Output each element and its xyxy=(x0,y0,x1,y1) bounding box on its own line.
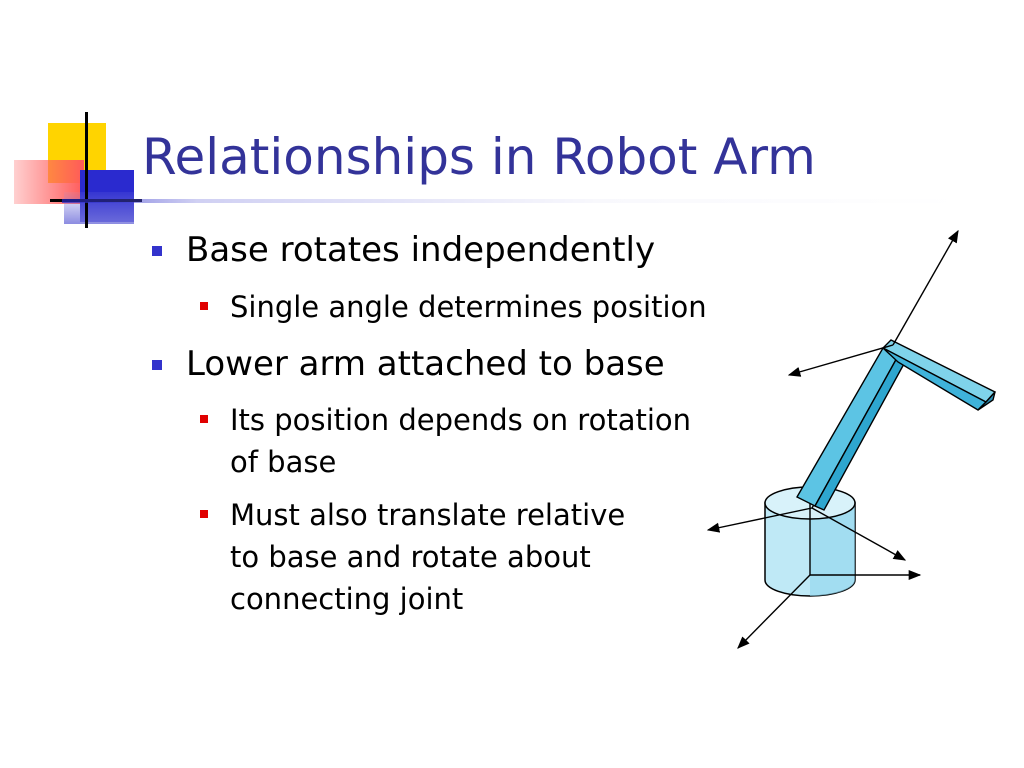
upper-arm-y-axis-arrow xyxy=(892,229,959,346)
sub-bullet-marker xyxy=(200,510,208,518)
sub-bullet-text: connecting joint xyxy=(230,582,464,616)
sub-bullet-continuation: connecting joint xyxy=(230,580,463,618)
bullet-item: Lower arm attached to base xyxy=(152,342,665,386)
robot-arm-figure xyxy=(706,229,997,649)
sub-bullet-text: Single angle determines position xyxy=(230,290,707,324)
sub-bullet-text: Its position depends on rotation xyxy=(230,403,692,437)
upper-arm xyxy=(881,339,997,411)
sub-bullet-text: of base xyxy=(230,445,337,479)
logo-blue-fade xyxy=(64,192,134,224)
sub-bullet-continuation: to base and rotate about xyxy=(230,538,591,576)
bullet-text: Base rotates independently xyxy=(186,230,656,270)
bullet-text: Lower arm attached to base xyxy=(186,344,665,384)
sub-bullet-text: to base and rotate about xyxy=(230,540,591,574)
sub-bullet-item: Its position depends on rotation xyxy=(200,401,692,439)
lower-arm-z-axis-arrow xyxy=(706,507,813,533)
bullet-marker xyxy=(152,360,162,370)
upper-arm-z-axis-arrow xyxy=(787,344,894,377)
upper-arm-axes xyxy=(787,229,959,377)
bullet-marker xyxy=(152,246,162,256)
title-underline xyxy=(62,199,962,203)
sub-bullet-marker xyxy=(200,302,208,310)
lower-arm-x-axis-arrow xyxy=(811,507,907,561)
sub-bullet-text: Must also translate relative xyxy=(230,498,626,532)
sub-bullet-marker xyxy=(200,415,208,423)
lower-arm xyxy=(796,347,906,511)
sub-bullet-item: Must also translate relative xyxy=(200,496,626,534)
base-z-axis-arrow xyxy=(737,574,811,649)
slide-title: Relationships in Robot Arm xyxy=(142,128,816,186)
sub-bullet-continuation: of base xyxy=(230,443,336,481)
logo-vertical-line xyxy=(85,112,88,228)
bullet-item: Base rotates independently xyxy=(152,228,656,272)
sub-bullet-item: Single angle determines position xyxy=(200,288,707,326)
